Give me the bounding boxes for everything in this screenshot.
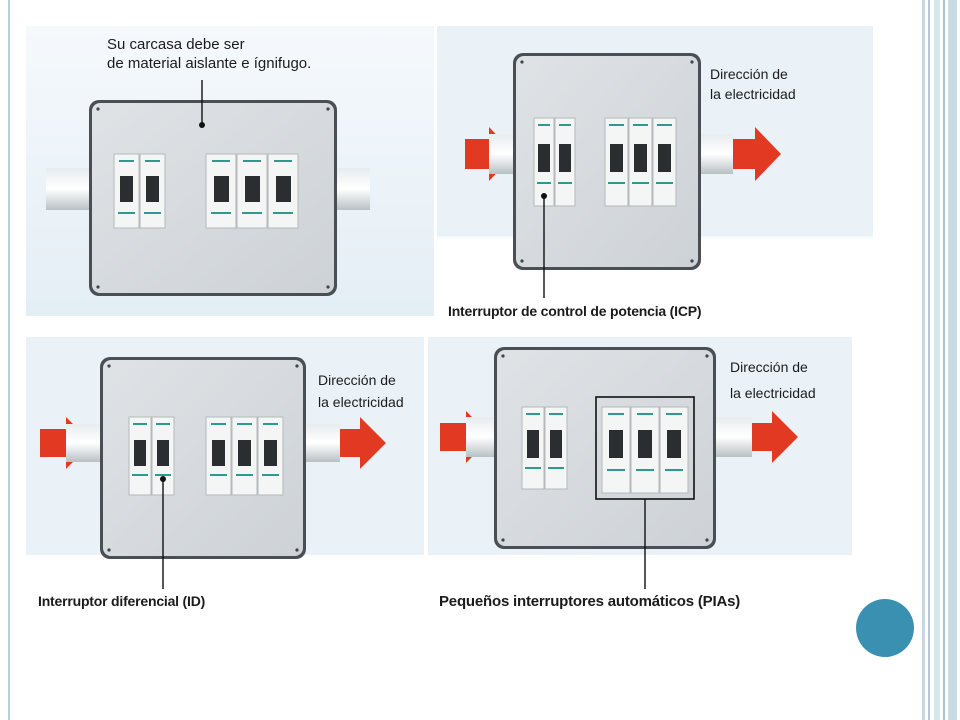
breaker-group-3: [205, 153, 299, 229]
direction-line1: Dirección de: [710, 66, 788, 82]
breaker-group-3: [604, 117, 677, 207]
conduit-left: [46, 168, 96, 210]
id-caption: Interruptor diferencial (ID): [38, 593, 206, 609]
panel-box: [103, 360, 303, 556]
direction-line2: la electricidad: [710, 86, 796, 102]
panel-pias: Dirección de la electricidad Pequeños in…: [428, 337, 852, 620]
slide-right-border: [918, 0, 960, 720]
arrow-out-icon: [340, 417, 386, 469]
breaker-group-2: [521, 406, 568, 490]
panel-icp: Dirección de la electricidad Interruptor…: [437, 26, 873, 322]
direction-line1: Dirección de: [730, 359, 808, 375]
breaker-group-2: [533, 117, 576, 207]
breaker-group-3: [601, 406, 689, 494]
breaker-group-2: [113, 153, 166, 229]
arrow-out-icon: [733, 127, 781, 181]
panel-housing: Su carcasa debe ser de material aislante…: [26, 26, 434, 316]
slide-left-border: [8, 0, 10, 720]
housing-note-line1: Su carcasa debe ser: [107, 36, 245, 53]
icp-caption: Interruptor de control de potencia (ICP): [448, 303, 702, 319]
direction-line2: la electricidad: [318, 394, 404, 410]
breaker-group-2: [128, 416, 175, 496]
direction-line2: la electricidad: [730, 385, 816, 401]
housing-note-line2: de material aislante e ígnifugo.: [107, 55, 312, 72]
breaker-group-3: [205, 416, 284, 496]
arrow-out-icon: [752, 411, 798, 463]
accent-circle: [856, 599, 914, 657]
direction-line1: Dirección de: [318, 372, 396, 388]
pias-caption: Pequeños interruptores automáticos (PIAs…: [439, 593, 741, 610]
panel-id: Dirección de la electricidad Interruptor…: [26, 337, 424, 620]
